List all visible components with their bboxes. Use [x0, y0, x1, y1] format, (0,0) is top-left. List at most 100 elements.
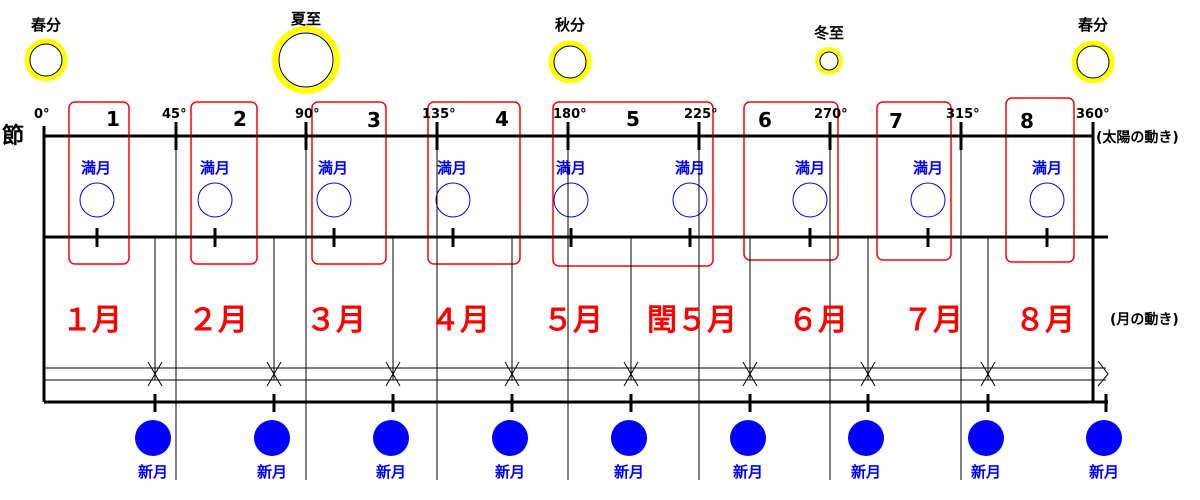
segment-number: 1 — [106, 107, 120, 131]
full-moon-1: 満月 — [79, 159, 115, 218]
segment-numbers: 1 2 3 4 5 6 7 8 — [106, 107, 1034, 133]
new-moon-label: 新月 — [376, 463, 406, 481]
full-moon-label: 満月 — [795, 159, 825, 177]
segment-number: 7 — [889, 109, 903, 133]
new-moon-icon — [492, 420, 528, 456]
new-moon-9: 新月 — [1086, 420, 1122, 481]
sun-outline — [29, 43, 63, 77]
sun-icon — [272, 26, 340, 94]
degree-label: 270° — [814, 107, 848, 122]
new-moon-icon — [848, 420, 884, 456]
full-moon-icon — [1029, 182, 1065, 218]
new-moon-icon — [373, 420, 409, 456]
sun-outline — [278, 32, 334, 88]
new-moon-label: 新月 — [495, 463, 525, 481]
season-spring-equinox-end: 春分 — [1071, 16, 1115, 84]
segment-box-6 — [743, 101, 839, 261]
season-label: 秋分 — [555, 16, 585, 34]
full-moon-icon — [197, 182, 233, 218]
segment-number: 5 — [626, 107, 640, 131]
new-moon-label: 新月 — [257, 463, 287, 481]
full-moon-label: 満月 — [556, 159, 586, 177]
month-label: ８月 — [1015, 303, 1075, 338]
full-moon-icon — [910, 182, 946, 218]
degree-label: 360° — [1076, 107, 1110, 122]
full-moon-icon — [435, 182, 471, 218]
new-moon-label: 新月 — [614, 463, 644, 481]
full-moon-axis — [44, 228, 1108, 247]
full-moon-icon — [79, 182, 115, 218]
season-autumn-equinox: 秋分 — [548, 16, 592, 84]
new-moon-label: 新月 — [733, 463, 763, 481]
segment-boxes — [68, 97, 1075, 267]
degree-label: 0° — [34, 107, 50, 122]
new-moon-icon — [968, 420, 1004, 456]
new-moon-cross — [623, 361, 639, 387]
new-moon-5: 新月 — [611, 420, 647, 481]
month-label: ２月 — [188, 303, 248, 338]
full-moon-label: 満月 — [675, 159, 705, 177]
season-spring-equinox: 春分 — [24, 16, 68, 82]
new-moon-7: 新月 — [848, 420, 884, 481]
new-moon-6: 新月 — [730, 420, 766, 481]
new-moon-icon — [730, 420, 766, 456]
month-label: ４月 — [430, 303, 490, 338]
full-moon-icon — [672, 182, 708, 218]
full-moon-label: 満月 — [913, 159, 943, 177]
degree-label: 315° — [946, 107, 980, 122]
month-labels: １月 ２月 ３月 ４月 ５月 閏５月 ６月 ７月 ８月 — [62, 303, 1075, 338]
segment-box-8 — [1005, 97, 1075, 263]
moon-motion-band — [44, 360, 1109, 387]
full-moon-label: 満月 — [1032, 159, 1062, 177]
season-label: 春分 — [31, 16, 61, 34]
full-moon-8: 満月 — [910, 159, 946, 218]
new-moon-2: 新月 — [254, 420, 290, 481]
sun-icon — [1071, 40, 1115, 84]
month-label: ５月 — [543, 303, 603, 338]
full-moon-5: 満月 — [553, 159, 589, 218]
full-moon-4: 満月 — [435, 159, 471, 218]
full-moon-icon — [553, 182, 589, 218]
month-label: ６月 — [788, 303, 848, 338]
new-moon-label: 新月 — [138, 463, 168, 481]
new-moon-label: 新月 — [1089, 463, 1119, 481]
segment-box-5 — [552, 101, 714, 267]
sun-axis — [42, 122, 1095, 402]
season-summer-solstice: 夏至 — [272, 10, 340, 94]
segment-number: 3 — [367, 108, 381, 132]
left-axis-label: 節 — [2, 123, 24, 149]
sun-icon — [548, 40, 592, 84]
new-moon-cross — [504, 361, 520, 387]
new-moon-4: 新月 — [492, 420, 528, 481]
segment-box-7 — [876, 101, 952, 261]
full-moon-icon — [792, 182, 828, 218]
new-moon-cross — [980, 361, 996, 387]
moon-track-arrowhead — [1097, 360, 1109, 387]
degree-label: 180° — [553, 107, 587, 122]
full-moon-label: 満月 — [200, 159, 230, 177]
season-label: 冬至 — [814, 24, 844, 42]
season-label: 春分 — [1078, 16, 1108, 34]
new-moon-cross — [266, 361, 282, 387]
degree-label: 225° — [684, 107, 718, 122]
segment-box-3 — [311, 101, 387, 265]
sun-icon — [24, 38, 68, 82]
month-label: 閏５月 — [647, 303, 737, 338]
month-label: １月 — [62, 303, 122, 338]
new-moon-cross — [385, 361, 401, 387]
new-moon-cross — [147, 361, 163, 387]
new-moons: 新月 新月 新月 新月 新月 新月 新月 新月 — [135, 420, 1122, 481]
new-moon-icon — [1086, 420, 1122, 456]
segment-number: 2 — [233, 107, 247, 131]
full-moon-label: 満月 — [437, 159, 467, 177]
season-label: 夏至 — [290, 10, 321, 28]
full-moons: 満月 満月 満月 満月 満月 満月 満月 満月 — [79, 159, 1065, 218]
new-moon-cross — [860, 361, 876, 387]
segment-box-2 — [190, 101, 258, 265]
moon-axis-caption: (月の動き) — [1110, 311, 1179, 328]
segment-number: 6 — [758, 108, 772, 132]
new-moon-label: 新月 — [971, 463, 1001, 481]
new-moon-8: 新月 — [968, 420, 1004, 481]
full-moon-label: 満月 — [318, 159, 348, 177]
